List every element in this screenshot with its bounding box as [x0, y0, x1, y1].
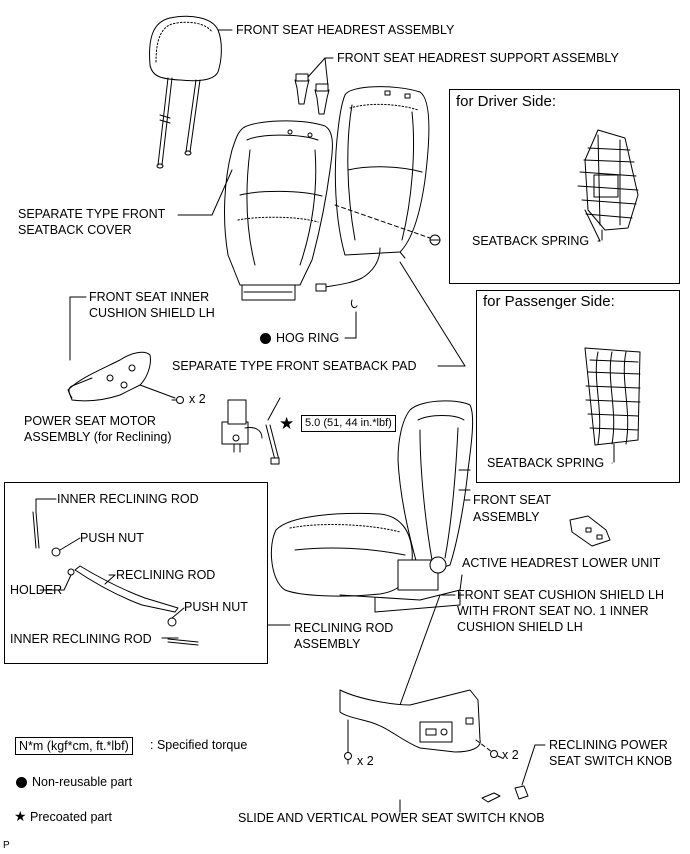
label-cushion-shield-line2: WITH FRONT SEAT NO. 1 INNER [457, 604, 649, 618]
leader-lines [69, 169, 613, 813]
hog-ring-drawing [351, 299, 358, 309]
power-seat-motor-drawing [221, 399, 263, 453]
label-headrest-support: FRONT SEAT HEADREST SUPPORT ASSEMBLY [337, 51, 619, 65]
label-front-seat-assembly-line1: FRONT SEAT [473, 493, 552, 507]
seatback-cover-drawing [224, 120, 333, 301]
torque-value-box: 5.0 (51, 44 in.*lbf) [301, 415, 396, 432]
passenger-spring-label: SEATBACK SPRING [487, 456, 605, 470]
driver-side-title: for Driver Side: [456, 93, 557, 110]
label-motor-screw-count: x 2 [189, 392, 206, 406]
label-push-nut-2: PUSH NUT [184, 600, 248, 614]
inner-cushion-shield-drawing [67, 351, 176, 402]
passenger-side-box: for Passenger Side: SEATBACK SPRING [476, 290, 680, 483]
front-seat-assembly-drawing [270, 400, 474, 613]
motor-bolt-drawing [265, 397, 281, 465]
label-reclining-knob-line1: RECLINING POWER [549, 738, 668, 752]
legend-torque-unit-box: N*m (kgf*cm, ft.*lbf) [15, 737, 133, 755]
active-headrest-lower-unit-drawing [569, 515, 611, 547]
shield-screw-drawing [171, 396, 184, 404]
label-inner-reclining-rod-bottom: INNER RECLINING ROD [10, 632, 152, 646]
label-seatback-cover-line2: SEATBACK COVER [18, 223, 132, 237]
label-inner-cushion-shield-line1: FRONT SEAT INNER [89, 290, 210, 304]
label-left-screw-count: x 2 [357, 754, 374, 768]
label-seatback-pad: SEPARATE TYPE FRONT SEATBACK PAD [172, 359, 417, 373]
legend-nonreusable-text: Non-reusable part [32, 775, 133, 789]
label-power-seat-motor-line1: POWER SEAT MOTOR [24, 414, 156, 428]
driver-spring-label: SEATBACK SPRING [472, 234, 590, 248]
label-push-nut-1: PUSH NUT [80, 531, 144, 545]
label-active-headrest-lower-unit: ACTIVE HEADREST LOWER UNIT [462, 556, 661, 570]
cushion-shield-screw-right-drawing [475, 739, 503, 759]
driver-side-box: for Driver Side: SEATBACK SPRING [449, 89, 680, 284]
front-seat-cushion-shield-drawing [339, 689, 481, 753]
label-inner-cushion-shield-line2: CUSHION SHIELD LH [89, 306, 215, 320]
precoated-star-icon: ★ [279, 414, 295, 433]
passenger-side-title: for Passenger Side: [483, 293, 615, 310]
label-slide-vertical-knob: SLIDE AND VERTICAL POWER SEAT SWITCH KNO… [238, 811, 545, 825]
label-cushion-shield-line1: FRONT SEAT CUSHION SHIELD LH [457, 588, 664, 602]
headrest-support-drawing [294, 57, 334, 115]
driver-seatback-spring-drawing [577, 129, 639, 241]
label-reclining-rod-assembly-line1: RECLINING ROD [294, 621, 394, 635]
label-seatback-cover-line1: SEPARATE TYPE FRONT [18, 207, 166, 221]
label-front-seat-assembly-line2: ASSEMBLY [473, 510, 540, 524]
seatback-pad-drawing [315, 86, 430, 292]
headrest-drawing [149, 15, 233, 169]
legend-torque-desc: : Specified torque [150, 738, 248, 752]
label-reclining-rod-assembly-line2: ASSEMBLY [294, 637, 361, 651]
legend-precoated-text: Precoated part [30, 810, 112, 824]
hog-ring-nonreusable-dot [260, 333, 271, 344]
label-reclining-knob-line2: SEAT SWITCH KNOB [549, 754, 673, 768]
label-right-screw-count: x 2 [502, 748, 519, 762]
cushion-shield-screw-left-drawing [344, 719, 352, 765]
legend-nonreusable-dot [16, 777, 27, 788]
legend-precoated-star-icon: ★ [14, 808, 27, 824]
label-holder: HOLDER [10, 583, 63, 597]
label-cushion-shield-line3: CUSHION SHIELD LH [457, 620, 583, 634]
reclining-rod-group-drawing [32, 498, 291, 646]
label-reclining-rod: RECLINING ROD [116, 568, 216, 582]
reclining-knob-drawing [514, 785, 529, 800]
label-power-seat-motor-line2: ASSEMBLY (for Reclining) [24, 430, 172, 444]
label-headrest-assembly: FRONT SEAT HEADREST ASSEMBLY [236, 23, 455, 37]
corner-mark: P [3, 840, 10, 851]
label-hog-ring: HOG RING [276, 331, 340, 345]
pad-bolt-drawing [334, 204, 441, 246]
reclining-rod-box [4, 482, 268, 664]
label-inner-reclining-rod-top: INNER RECLINING ROD [57, 492, 199, 506]
slide-vertical-knob-drawing [481, 792, 501, 803]
passenger-seatback-spring-drawing [584, 347, 641, 463]
